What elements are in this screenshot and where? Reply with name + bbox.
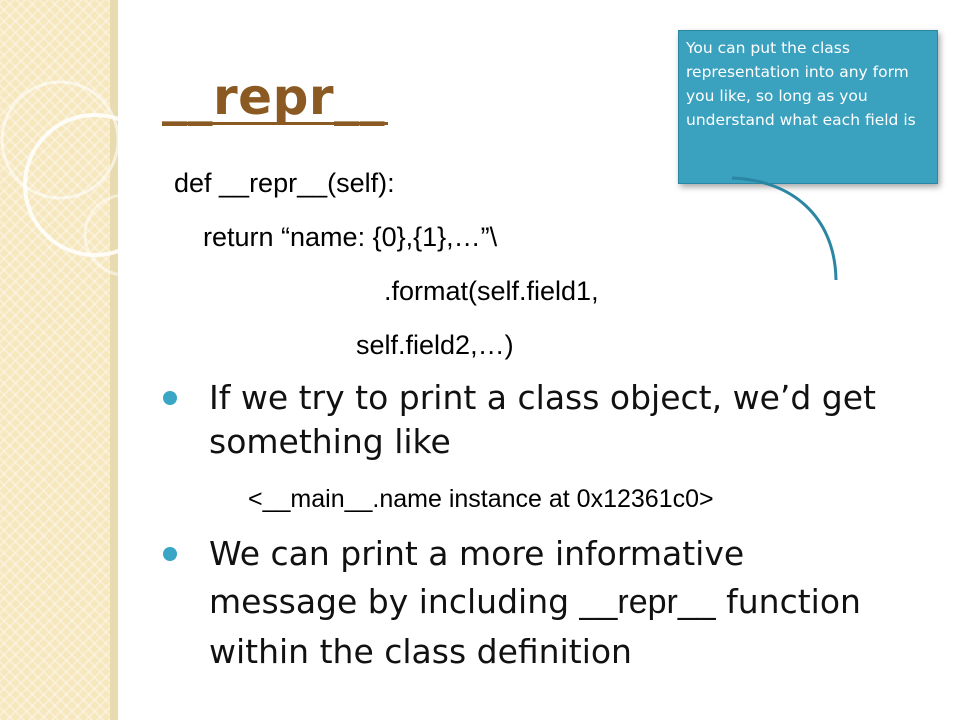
bullet-2-line-2: message by including __repr__ function [209, 581, 861, 623]
bullet-2-text-after: function [715, 582, 861, 621]
decorative-circles [0, 80, 167, 277]
slide-title: __repr__ [162, 68, 386, 126]
code-line-4: self.field2,…) [356, 330, 514, 360]
bullet-2-line-1: We can print a more informative [209, 534, 745, 573]
bullet-1-line-2: something like [209, 422, 451, 461]
code-line-1: def __repr__(self): [174, 168, 395, 198]
example-output: <__main__.name instance at 0x12361c0> [248, 485, 714, 513]
repr-inline-code: __repr__ [579, 583, 716, 621]
callout-box [678, 30, 938, 184]
callout-connector [731, 176, 838, 281]
bullet-1-marker [163, 391, 177, 405]
band-edge [110, 0, 118, 720]
callout-text: You can put the class representation int… [686, 39, 916, 129]
bullet-2-text-before: message by including [209, 582, 580, 621]
code-line-2: return “name: {0},{1},…”\ [203, 222, 498, 252]
code-line-3: .format(self.field1, [384, 276, 599, 306]
bullet-1-line-1: If we try to print a class object, we’d … [209, 378, 876, 417]
bullet-2-marker [163, 547, 177, 561]
left-decorative-band [0, 0, 110, 720]
title-underline [162, 122, 388, 125]
bullet-2-line-3: within the class definition [209, 632, 632, 671]
